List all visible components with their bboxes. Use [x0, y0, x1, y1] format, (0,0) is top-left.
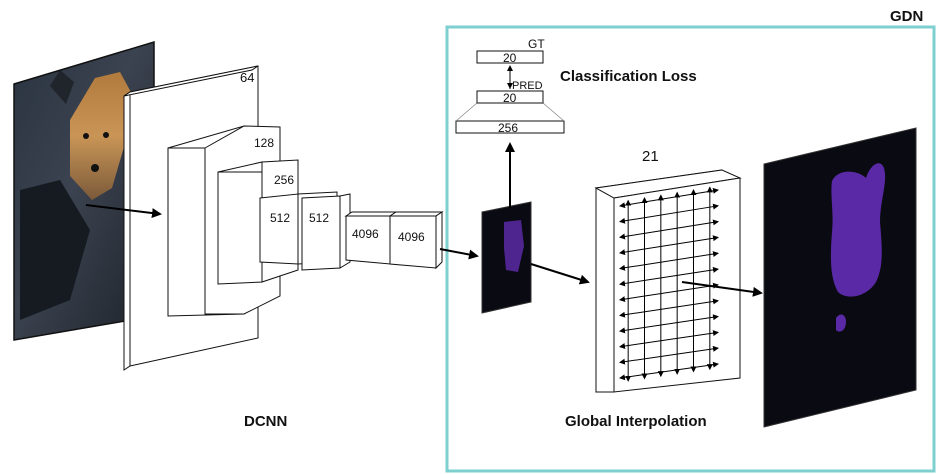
interp-h-arrow — [619, 219, 719, 240]
layer-label-512b: 512 — [309, 211, 329, 225]
gdn-region — [445, 25, 936, 473]
arrow-dcnn-to-map — [439, 248, 479, 260]
fc-block-4096b — [388, 211, 444, 270]
interp-channels-label: 21 — [642, 148, 659, 165]
interp-h-arrow — [619, 345, 719, 365]
classification-head — [455, 50, 565, 134]
input-image — [13, 40, 155, 341]
interp-h-arrow — [619, 314, 719, 334]
layer-label-4096a: 4096 — [352, 227, 379, 241]
interp-h-arrow — [619, 282, 719, 303]
interp-h-arrow — [619, 187, 719, 209]
fc-value-256: 256 — [498, 121, 518, 135]
gdn-label: GDN — [890, 8, 923, 25]
gt-label: GT — [528, 37, 545, 51]
interp-h-arrow — [619, 203, 719, 224]
interp-h-arrow — [619, 235, 719, 256]
classification-loss-label: Classification Loss — [560, 68, 697, 85]
layer-label-64: 64 — [240, 70, 254, 85]
layer-label-512a: 512 — [270, 211, 290, 225]
interp-h-arrow — [619, 330, 719, 349]
global-interpolation-label: Global Interpolation — [565, 413, 707, 430]
coarse-score-map — [481, 201, 532, 314]
pred-value: 20 — [503, 91, 517, 105]
arrow-interp-to-output — [681, 281, 763, 297]
layer-label-256: 256 — [274, 173, 294, 187]
interp-h-arrow — [619, 361, 719, 381]
interp-h-arrow — [619, 266, 719, 287]
output-segmentation-map — [763, 127, 917, 428]
interpolation-grid-arrows — [619, 186, 719, 382]
conv-block-512b — [301, 193, 351, 271]
arrow-map-to-interp — [530, 263, 590, 285]
interp-h-arrow — [619, 298, 719, 318]
interp-h-arrow — [619, 251, 719, 271]
gt-value: 20 — [503, 51, 517, 65]
pred-label: PRED — [512, 80, 543, 92]
layer-label-128: 128 — [254, 136, 274, 150]
arrow-input-to-dcnn — [85, 204, 162, 218]
layer-label-4096b: 4096 — [398, 230, 425, 244]
dcnn-label: DCNN — [244, 413, 287, 430]
interpolation-block — [594, 169, 742, 393]
